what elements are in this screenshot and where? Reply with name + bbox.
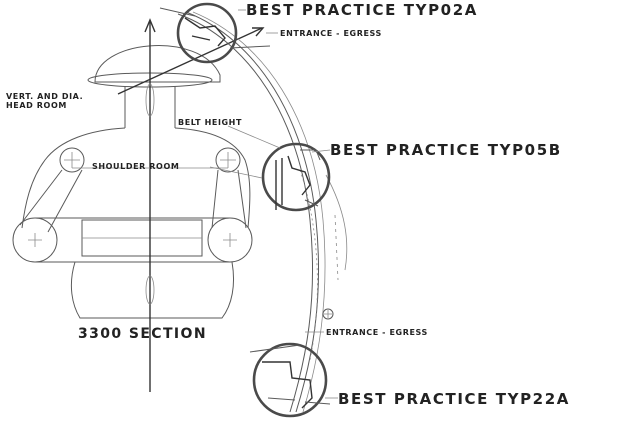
leader-lines	[209, 9, 338, 399]
shoulder-crosshairs	[64, 152, 236, 168]
callout-typ05b	[261, 142, 331, 212]
left-shoulder-line	[21, 127, 126, 229]
glass-dashed	[334, 214, 339, 281]
callout-circle-typ02a	[176, 2, 238, 64]
callout-circle-typ22a	[252, 342, 328, 418]
center-oval-upper	[145, 83, 155, 117]
callout-typ02a	[159, 2, 271, 64]
label-section: 3300 SECTION	[78, 326, 207, 342]
forearm-lines	[35, 217, 230, 263]
neck	[124, 86, 176, 128]
label-head-room-1: VERT. AND DIA.	[6, 92, 83, 101]
door-dashed-curve	[299, 169, 318, 361]
head-room-diagonal	[117, 27, 263, 95]
roof-rail-detail	[184, 17, 226, 47]
center-axis-arrow	[144, 18, 156, 33]
marker-cross	[324, 310, 332, 318]
label-typ22a: BEST PRACTICE TYP22A	[338, 390, 570, 408]
head-room-diagonal-arrow	[252, 27, 265, 37]
center-oval-lower	[145, 275, 155, 305]
callout-typ22a	[249, 342, 331, 418]
b-pillar-lines	[300, 149, 321, 207]
label-entrance-bottom: ENTRANCE - EGRESS	[326, 328, 428, 337]
head-dome	[94, 45, 221, 83]
b-pillar-detail	[275, 155, 311, 210]
right-shoulder-line	[174, 127, 251, 229]
label-belt-height: BELT HEIGHT	[178, 118, 242, 127]
sill-lines	[249, 344, 331, 405]
right-upper-arm	[211, 169, 247, 229]
marker-circle	[322, 308, 334, 320]
label-typ05b: BEST PRACTICE TYP05B	[330, 141, 562, 159]
sill-detail	[262, 361, 313, 409]
leader-typ05b	[311, 149, 331, 153]
label-typ02a: BEST PRACTICE TYP02A	[246, 1, 478, 19]
label-entrance-top: ENTRANCE - EGRESS	[280, 29, 382, 38]
callout-circle-typ05b	[261, 142, 331, 212]
leader-belt-height	[227, 125, 281, 149]
pelvis	[70, 261, 235, 319]
label-head-room-2: HEAD ROOM	[6, 101, 67, 110]
right-shoulder-joint	[215, 147, 241, 173]
left-upper-arm	[19, 169, 83, 233]
door-section	[177, 11, 348, 413]
left-shoulder-joint	[59, 147, 85, 173]
glass-curve	[325, 174, 348, 271]
door-outer-curve	[177, 13, 314, 413]
roof-rail-lines	[159, 7, 271, 49]
elbow-crosshairs	[28, 233, 237, 247]
leader-shoulder-room	[209, 166, 263, 179]
label-shoulder-room: SHOULDER ROOM	[92, 162, 179, 171]
manikin-figure	[12, 18, 265, 392]
